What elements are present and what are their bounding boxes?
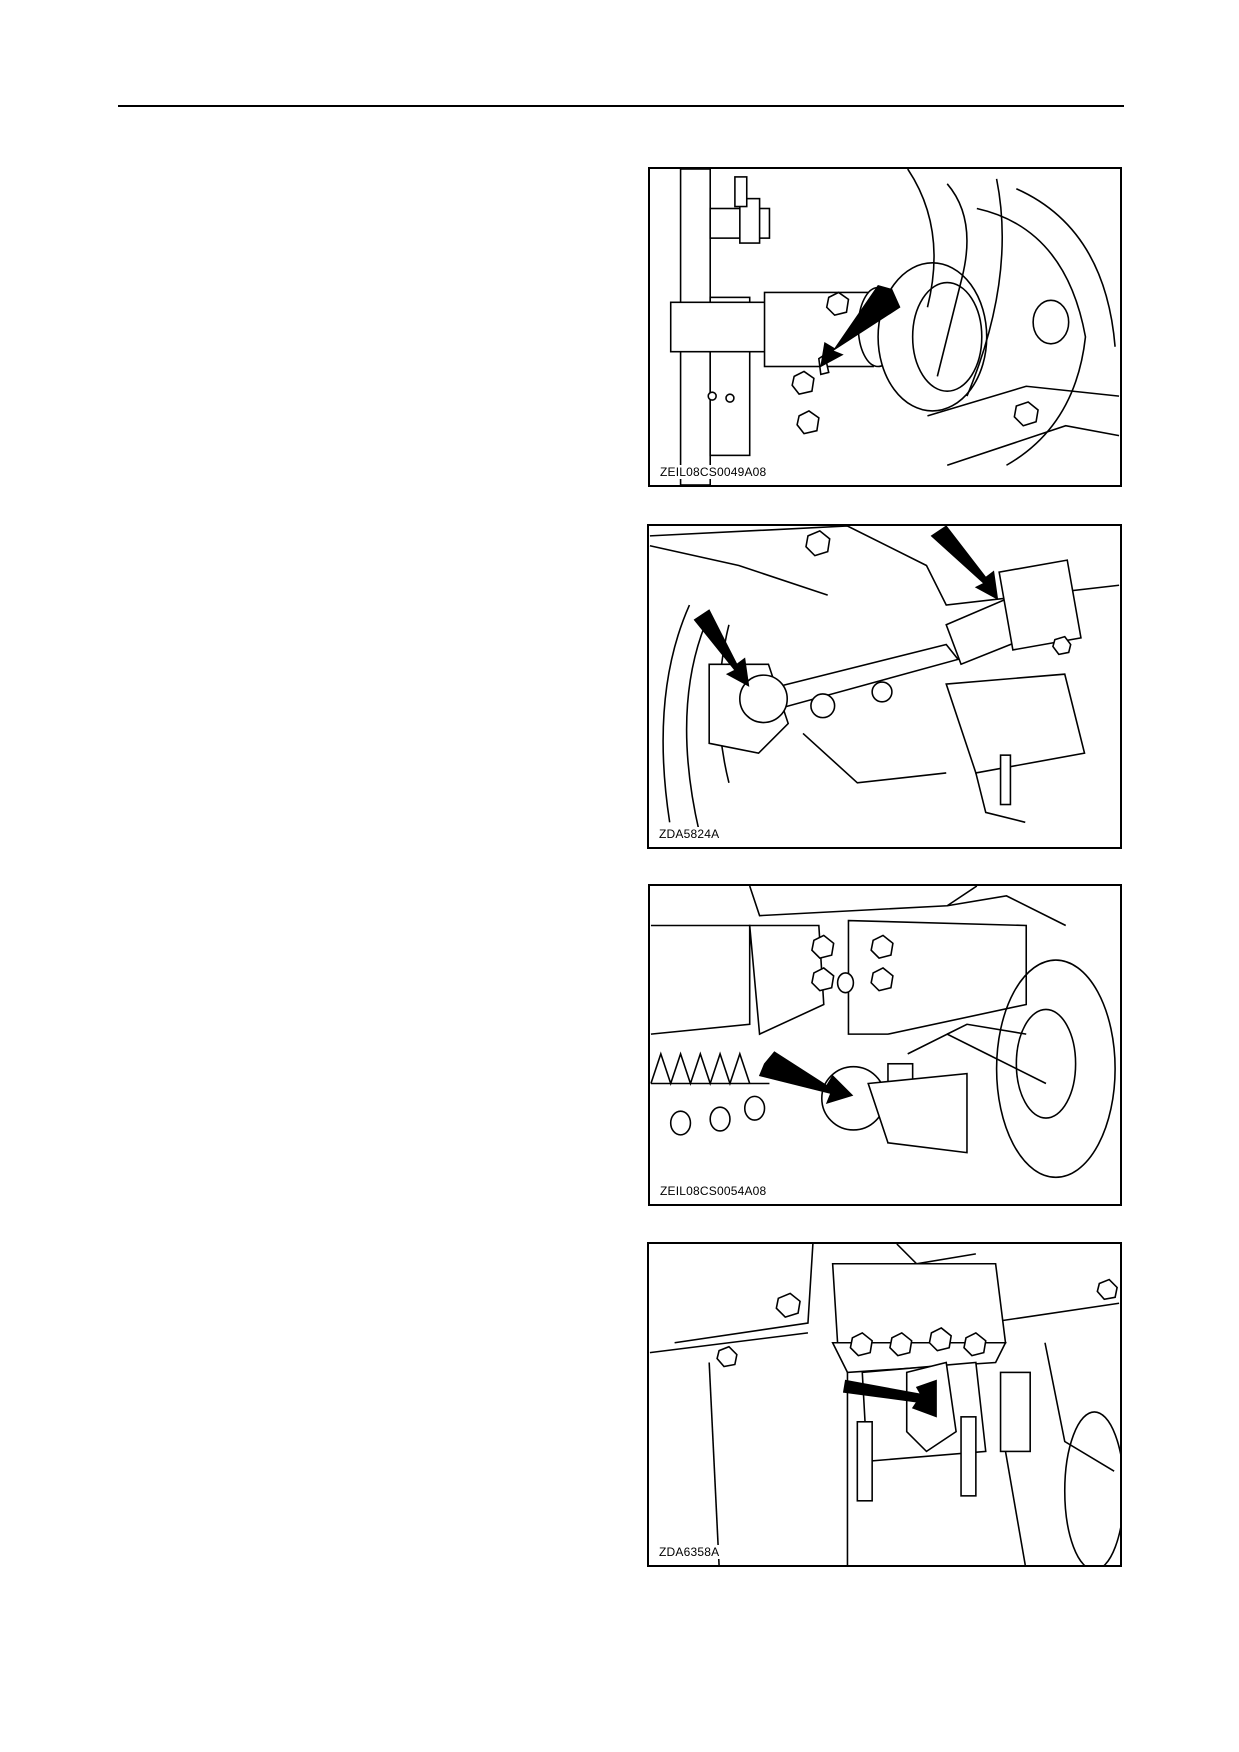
header-rule	[118, 105, 1124, 107]
figure-4-caption: ZDA6358A	[657, 1545, 722, 1559]
figure-4: ZDA6358A	[647, 1242, 1122, 1567]
figure-2-illustration	[649, 526, 1120, 833]
figure-3-illustration	[650, 886, 1116, 1179]
figure-2-caption: ZDA5824A	[657, 827, 722, 841]
figure-2: ZDA5824A	[647, 524, 1122, 849]
figure-4-illustration	[649, 1244, 1120, 1565]
figure-1: ZEIL08CS0049A08	[648, 167, 1122, 487]
figure-1-caption: ZEIL08CS0049A08	[658, 465, 769, 479]
figure-1-illustration	[669, 169, 1120, 485]
figure-3-caption: ZEIL08CS0054A08	[658, 1184, 769, 1198]
figure-3: ZEIL08CS0054A08	[648, 884, 1122, 1206]
